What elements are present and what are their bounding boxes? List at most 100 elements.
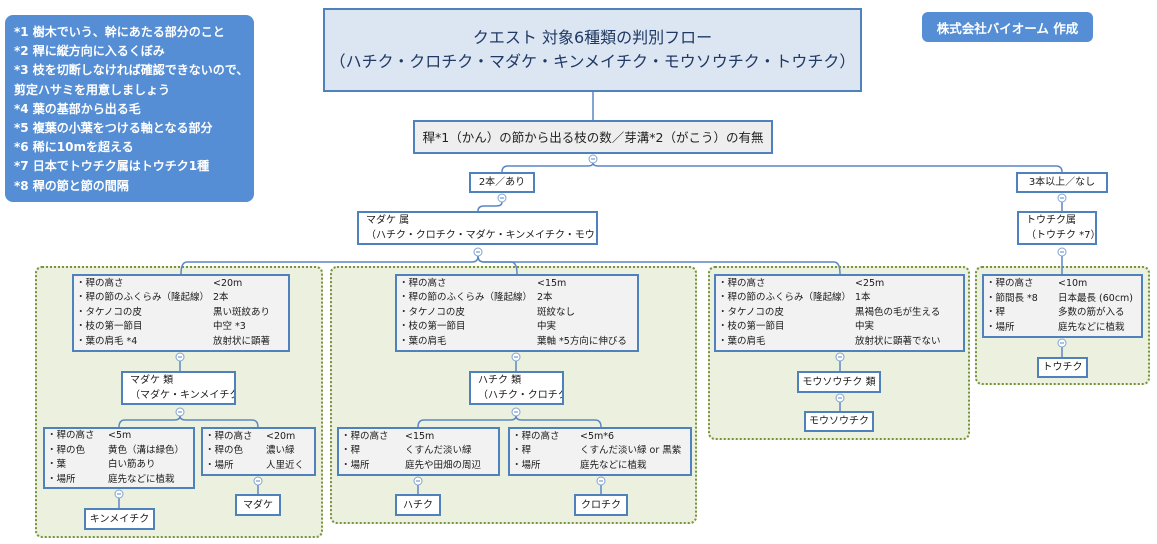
collapse-minus-icon[interactable] xyxy=(253,476,263,486)
footnote: *1 樹木でいう、幹にあたる部分のこと xyxy=(14,25,225,39)
trait-label: ・稈の高さ xyxy=(512,430,560,442)
footnote: *3 枝を切断しなければ確認できないので、剪定ハサミを用意しましょう xyxy=(14,63,249,97)
connector-genus-to-group-1 xyxy=(180,255,479,275)
trait-row: ・稈の高さ<20m xyxy=(76,277,286,292)
trait-value: <25m xyxy=(855,277,885,289)
collapse-minus-icon[interactable] xyxy=(835,393,845,403)
collapse-minus-icon[interactable] xyxy=(511,407,521,417)
trait-row: ・場所庭先や田畑の周辺 xyxy=(341,459,496,474)
trait-label: ・稈 xyxy=(341,445,361,457)
trait-value: <5m xyxy=(108,430,132,441)
trait-row: ・稈の節のふくらみ（隆起線）2本 xyxy=(76,291,286,306)
collapse-minus-icon[interactable] xyxy=(497,193,507,203)
trait-label: ・稈 xyxy=(986,307,1006,318)
branch-no-label: 3本以上／なし xyxy=(1028,177,1096,188)
trait-value: 庭先や田畑の周辺 xyxy=(405,459,482,471)
genus-name: トウチク属 xyxy=(1026,215,1076,226)
trait-row: ・稈の節のふくらみ（隆起線）2本 xyxy=(399,291,635,306)
collapse-minus-icon[interactable] xyxy=(114,489,124,499)
trait-box-madake-class: ・稈の高さ<20m ・稈の節のふくらみ（隆起線）2本 ・タケノコの皮黒い斑紋あり… xyxy=(72,274,290,352)
genus-madake: マダケ 属 （ハチク・クロチク・マダケ・キンメイチク・モウソウチク） xyxy=(357,211,598,245)
class-madake: マダケ 類 （マダケ・キンメイチク） xyxy=(121,371,236,405)
footnote: *7 日本でトウチク属はトウチク1種 xyxy=(14,159,210,174)
trait-label: ・稈の高さ xyxy=(76,277,124,289)
root-question-text: 稈*1（かん）の節から出る枝の数／芽溝*2（がこう）の有無 xyxy=(422,129,764,145)
trait-label: ・場所 xyxy=(986,321,1015,333)
trait-value: 中実 xyxy=(537,321,557,333)
trait-row: ・場所庭先などに植栽 xyxy=(512,459,688,474)
trait-row: ・稈の高さ<20m xyxy=(205,430,312,445)
collapse-minus-icon[interactable] xyxy=(1057,338,1067,348)
species-madake: マダケ xyxy=(235,494,281,516)
trait-row: ・稈 多数の筋が入る xyxy=(986,306,1139,321)
trait-label: ・稈の色 xyxy=(205,445,244,457)
collapse-minus-icon[interactable] xyxy=(511,352,521,362)
trait-label: ・稈の高さ xyxy=(205,430,253,442)
trait-value: 斑紋なし xyxy=(537,306,576,318)
species-name: ハチク xyxy=(403,499,433,511)
trait-value: <5m*6 xyxy=(580,430,615,442)
trait-value: 白い筋あり xyxy=(108,459,156,470)
class-name: ハチク 類 xyxy=(478,375,522,386)
species-mousouchiku: モウソウチク xyxy=(804,411,874,432)
genus-name: マダケ 属 xyxy=(366,215,410,226)
trait-label: ・稈の節のふくらみ（隆起線） xyxy=(718,292,852,304)
species-name: モウソウチク xyxy=(809,416,869,427)
trait-row: ・タケノコの皮斑紋なし xyxy=(399,306,635,321)
trait-label: ・枝の第一節目 xyxy=(76,321,143,333)
trait-row: ・稈の高さ <5m*6 xyxy=(512,430,688,445)
trait-label: ・稈の高さ xyxy=(399,277,447,289)
trait-value: 庭先などに植栽 xyxy=(1058,321,1125,333)
connector-question-to-branch-no xyxy=(592,162,1063,173)
trait-value: 黄色（溝は緑色） xyxy=(108,444,185,456)
connector-g2-class-to-species-2 xyxy=(515,415,602,428)
trait-label: ・場所 xyxy=(205,459,234,471)
trait-label: ・場所 xyxy=(47,473,76,485)
trait-row: ・稈の色黄色（溝は緑色） xyxy=(47,444,191,459)
collapse-minus-icon[interactable] xyxy=(835,352,845,362)
trait-value: 2本 xyxy=(537,292,553,304)
collapse-minus-icon[interactable] xyxy=(473,247,483,257)
collapse-minus-icon[interactable] xyxy=(1057,193,1067,203)
trait-value: 多数の筋が入る xyxy=(1058,307,1125,318)
genus-members: （ハチク・クロチク・マダケ・キンメイチク・モウソウチク） xyxy=(366,230,596,241)
collapse-minus-icon[interactable] xyxy=(596,476,606,486)
trait-row: ・稈の高さ <10m xyxy=(986,277,1139,292)
trait-row: ・稈の高さ<15m xyxy=(341,430,496,445)
trait-value: 中空 *3 xyxy=(213,321,246,333)
class-name: モウソウチク 類 xyxy=(802,376,876,388)
collapse-minus-icon[interactable] xyxy=(588,154,598,164)
class-members: （マダケ・キンメイチク） xyxy=(130,390,234,401)
trait-value: <10m xyxy=(1058,278,1088,289)
class-name: マダケ 類 xyxy=(130,375,174,386)
trait-row: ・稈の高さ<15m xyxy=(399,277,635,292)
trait-value: 濃い緑 xyxy=(266,445,295,457)
class-hachiku: ハチク 類 （ハチク・クロチク） xyxy=(469,371,564,405)
genus-touchiku: トウチク属 （トウチク *7） xyxy=(1017,211,1097,245)
footnote: *5 複葉の小葉をつける軸となる部分 xyxy=(14,121,213,136)
trait-box-hachiku-class: ・稈の高さ<15m ・稈の節のふくらみ（隆起線）2本 ・タケノコの皮斑紋なし ・… xyxy=(395,274,639,352)
trait-row: ・場所人里近く xyxy=(205,459,312,474)
collapse-minus-icon[interactable] xyxy=(413,476,423,486)
trait-row: ・場所 庭先などに植栽 xyxy=(986,321,1139,336)
trait-label: ・節間長 *8 xyxy=(986,292,1038,304)
trait-value: 日本最長 (60cm) xyxy=(1058,292,1133,304)
trait-label: ・タケノコの皮 xyxy=(76,306,142,318)
species-touchiku: トウチク xyxy=(1037,357,1088,378)
root-question: 稈*1（かん）の節から出る枝の数／芽溝*2（がこう）の有無 xyxy=(413,120,773,154)
trait-box-kurochiku: ・稈の高さ<5m*6 ・稈くすんだ淡い緑 or 黒紫 ・場所庭先などに植栽 xyxy=(508,427,692,476)
trait-row: ・葉の肩毛放射状に顕著でない xyxy=(718,335,961,350)
trait-label: ・稈の高さ xyxy=(986,278,1034,289)
collapse-minus-icon[interactable] xyxy=(1057,247,1067,257)
trait-value: 中実 xyxy=(855,321,875,333)
collapse-minus-icon[interactable] xyxy=(175,352,185,362)
trait-value: 庭先などに植栽 xyxy=(108,473,175,485)
collapse-minus-icon[interactable] xyxy=(175,407,185,417)
connector-g1-class-to-species-2 xyxy=(179,415,259,428)
trait-row: ・稈くすんだ淡い緑 xyxy=(341,444,496,459)
connector-genus-to-group-3 xyxy=(477,255,841,275)
trait-value: 1本 xyxy=(855,292,871,304)
species-name: マダケ xyxy=(243,499,273,511)
trait-value: 庭先などに植栽 xyxy=(580,459,647,471)
